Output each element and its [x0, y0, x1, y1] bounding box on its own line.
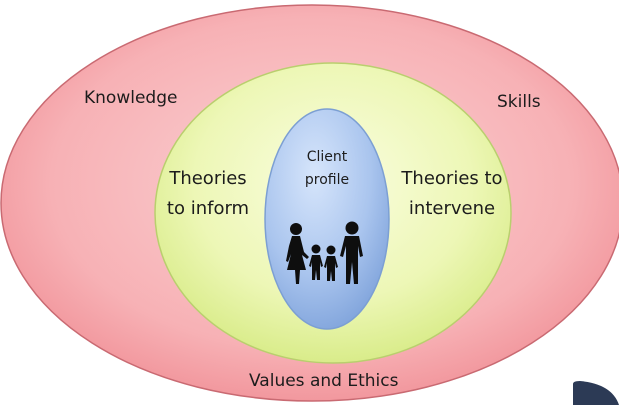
skills-label: Skills — [497, 92, 541, 112]
family-silhouette-icon — [286, 221, 363, 284]
theories-to-intervene-line1: Theories to — [401, 168, 503, 189]
client-profile-line1: Client — [306, 149, 348, 165]
theories-to-inform-line1: Theories — [169, 168, 247, 189]
client-profile-label: Client profile — [292, 146, 362, 192]
corner-shape — [573, 381, 619, 405]
values-and-ethics-label: Values and Ethics — [249, 371, 399, 391]
theories-to-inform-line2: to inform — [166, 198, 250, 219]
theories-to-intervene-label: Theories to intervene — [398, 164, 506, 224]
theories-to-intervene-line2: intervene — [408, 198, 496, 219]
center-ellipse — [264, 108, 390, 330]
client-profile-line2: profile — [304, 172, 350, 188]
theories-to-inform-label: Theories to inform — [160, 164, 256, 224]
knowledge-label: Knowledge — [84, 88, 178, 108]
